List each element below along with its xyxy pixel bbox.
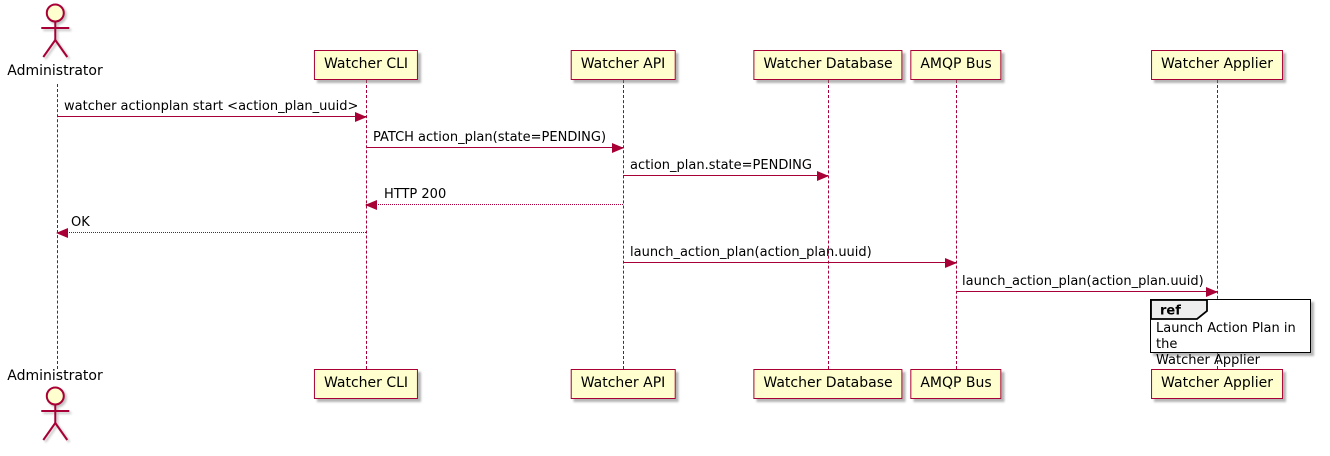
actor-name-label: Administrator <box>7 368 103 384</box>
msg-patch-action-plan: PATCH action_plan(state=PENDING) <box>366 129 624 153</box>
msg-start-actionplan: watcher actionplan start <action_plan_uu… <box>57 98 367 122</box>
msg-ok-label: OK <box>71 215 90 230</box>
lifeline-administrator <box>57 84 58 369</box>
ref-text-line1: Launch Action Plan in the <box>1156 321 1296 352</box>
msg-set-state-pending-label: action_plan.state=PENDING <box>630 158 812 173</box>
participant-watcher-applier-top: Watcher Applier <box>1151 50 1283 80</box>
arrowhead-icon <box>355 112 367 122</box>
msg-set-state-pending: action_plan.state=PENDING <box>623 157 829 181</box>
lifeline-watcher-cli <box>366 80 367 369</box>
ref-tab-icon: ref <box>1150 299 1208 320</box>
arrowhead-icon <box>365 200 377 210</box>
participant-watcher-cli-bottom: Watcher CLI <box>313 369 419 399</box>
lifeline-watcher-api <box>623 80 624 369</box>
actor-name-label: Administrator <box>7 63 103 79</box>
participant-watcher-database-bottom: Watcher Database <box>753 369 903 399</box>
participant-amqp-bus-bottom: AMQP Bus <box>910 369 1002 399</box>
msg-launch-action-plan-amqp-label: launch_action_plan(action_plan.uuid) <box>630 245 872 260</box>
participant-watcher-database-top: Watcher Database <box>753 50 903 80</box>
msg-launch-action-plan-amqp: launch_action_plan(action_plan.uuid) <box>623 244 957 268</box>
msg-launch-action-plan-applier: launch_action_plan(action_plan.uuid) <box>956 273 1218 297</box>
actor-icon <box>41 3 69 58</box>
actor-administrator-bottom: Administrator <box>7 368 103 444</box>
msg-http-200-label: HTTP 200 <box>384 187 447 202</box>
actor-administrator-top: Administrator <box>7 3 103 79</box>
msg-patch-action-plan-label: PATCH action_plan(state=PENDING) <box>373 130 607 145</box>
arrowhead-icon <box>945 258 957 268</box>
participant-watcher-applier-bottom: Watcher Applier <box>1151 369 1283 399</box>
msg-start-actionplan-label: watcher actionplan start <action_plan_uu… <box>64 99 359 114</box>
ref-text-line2: Watcher Applier <box>1156 353 1260 368</box>
arrowhead-icon <box>1206 287 1218 297</box>
arrowhead-icon <box>612 143 624 153</box>
ref-text: Launch Action Plan in the Watcher Applie… <box>1151 320 1310 370</box>
ref-keyword: ref <box>1160 304 1181 319</box>
msg-launch-action-plan-applier-label: launch_action_plan(action_plan.uuid) <box>962 274 1204 289</box>
participant-amqp-bus-top: AMQP Bus <box>910 50 1002 80</box>
lifeline-watcher-applier <box>1217 80 1218 369</box>
lifeline-watcher-database <box>828 80 829 369</box>
arrowhead-icon <box>817 171 829 181</box>
actor-icon <box>41 386 69 441</box>
arrowhead-icon <box>56 228 68 238</box>
lifeline-amqp-bus <box>956 80 957 369</box>
participant-watcher-api-top: Watcher API <box>570 50 676 80</box>
ref-fragment: ref Launch Action Plan in the Watcher Ap… <box>1150 299 1311 368</box>
msg-ok: OK <box>56 214 366 238</box>
msg-http-200: HTTP 200 <box>365 186 623 210</box>
participant-watcher-api-bottom: Watcher API <box>570 369 676 399</box>
participant-watcher-cli-top: Watcher CLI <box>313 50 419 80</box>
